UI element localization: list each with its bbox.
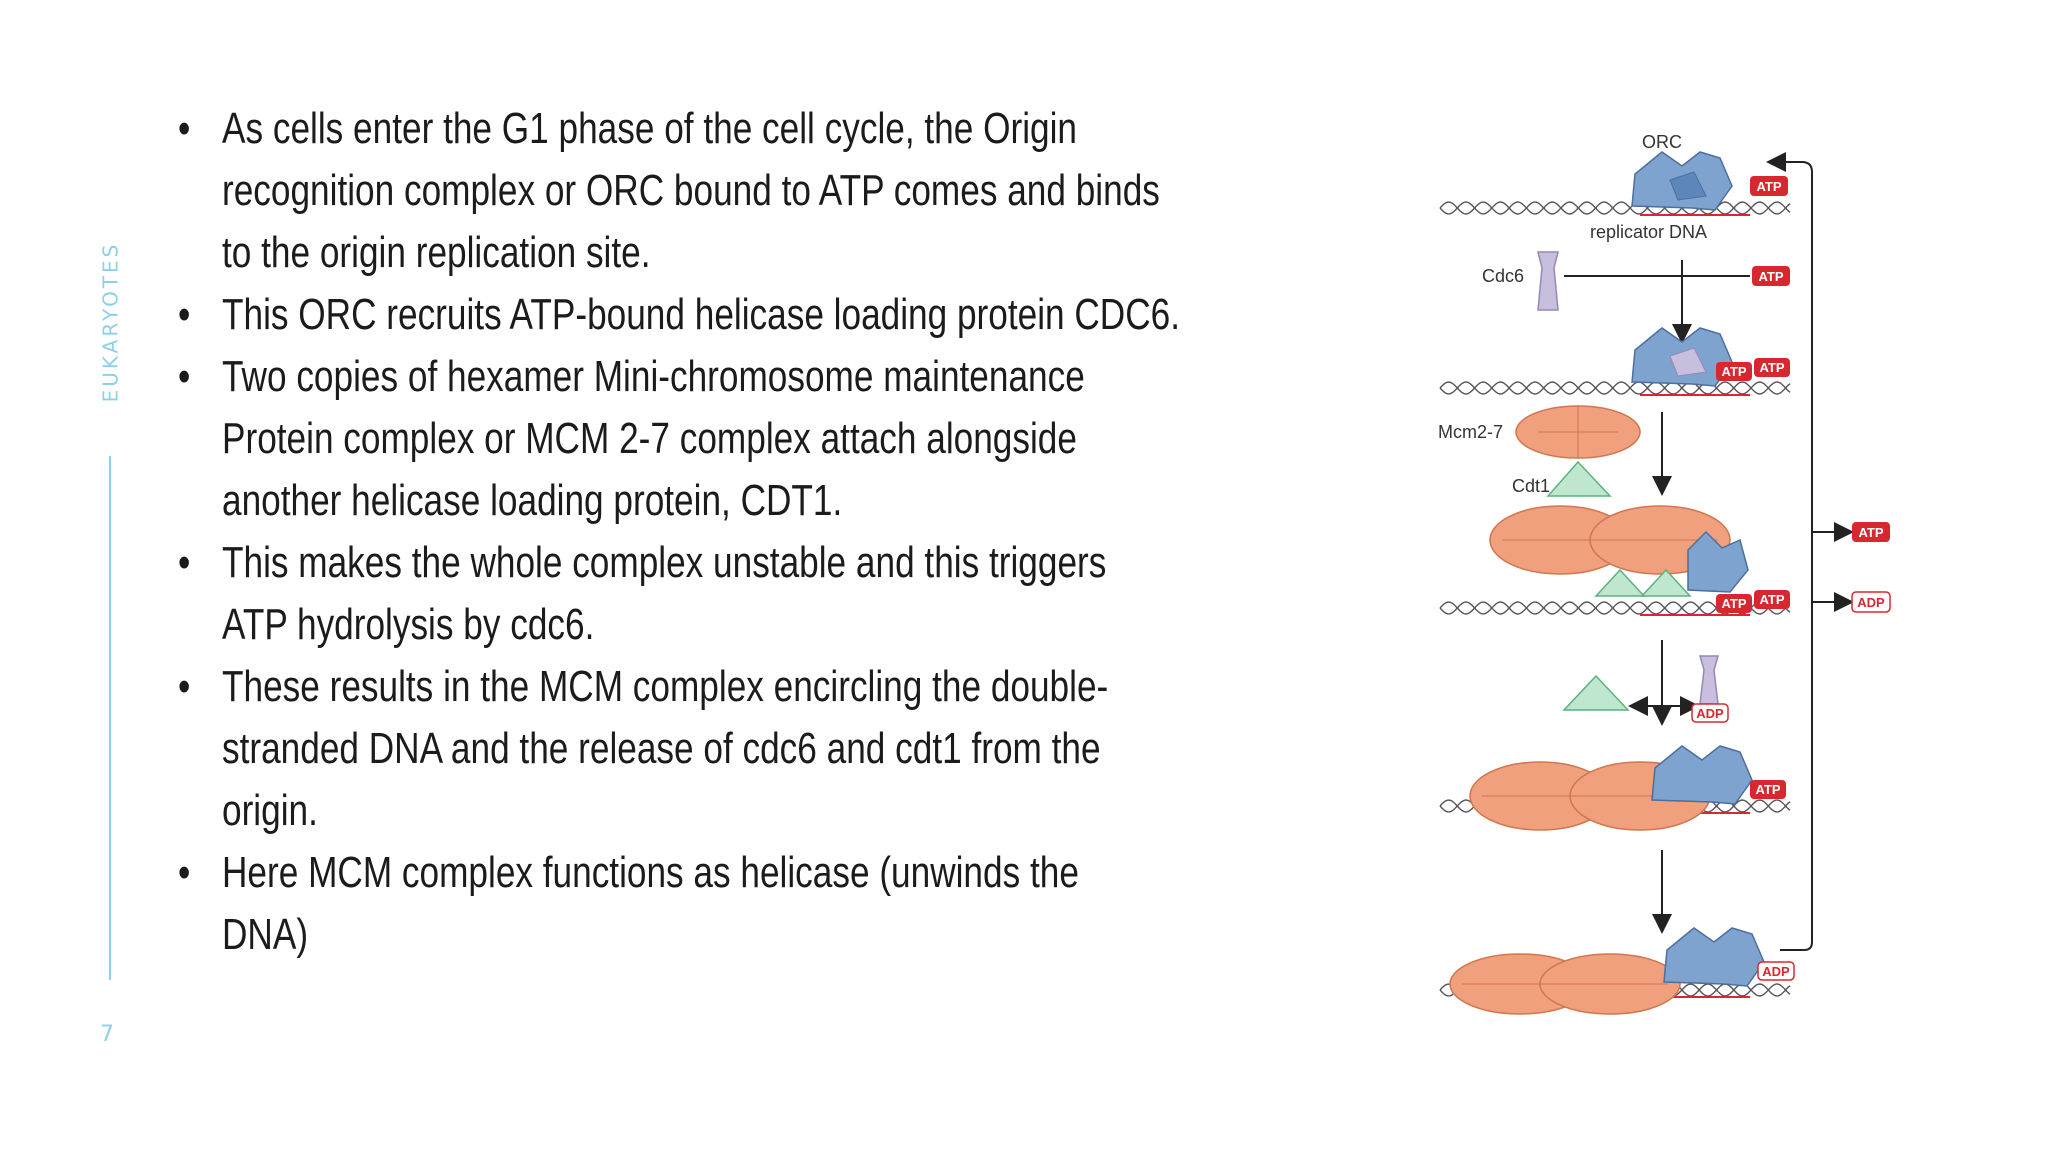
svg-text:ADP: ADP (1857, 595, 1885, 610)
cdt1-label: Cdt1 (1512, 476, 1550, 496)
bullet-line: origin. (222, 786, 318, 835)
bullet-item: These results in the MCM complex encircl… (178, 656, 1154, 842)
replication-origin-diagram: ORC ATP replicator DNA Cdc6 ATP ATP ATP (1420, 100, 1980, 1020)
dna-strand (1439, 381, 1791, 395)
orc-complex (1631, 151, 1733, 211)
dna-strand (1439, 381, 1791, 395)
cdt1-protein (1562, 674, 1630, 711)
dna-strand (1439, 201, 1791, 215)
section-label-text: EUKARYOTES (98, 241, 123, 403)
bullet-item: This ORC recruits ATP-bound helicase loa… (178, 284, 1180, 346)
dna-strand (1439, 201, 1791, 215)
orc-complex (1651, 745, 1753, 805)
sidebar-divider (109, 456, 111, 980)
diagram-svg: ORC ATP replicator DNA Cdc6 ATP ATP ATP (1438, 132, 1891, 1015)
atp-tag: ATP (1852, 522, 1890, 542)
svg-text:ATP: ATP (1721, 596, 1746, 611)
svg-text:ATP: ATP (1721, 364, 1746, 379)
atp-tag: ATP (1716, 594, 1752, 613)
cdc6-protein (1699, 655, 1719, 705)
cdt1-protein (1594, 568, 1646, 597)
adp-tag: ADP (1691, 703, 1729, 723)
bullet-line: ATP hydrolysis by cdc6. (222, 600, 595, 649)
bullet-line: Protein complex or MCM 2-7 complex attac… (222, 414, 1077, 463)
bullet-list: As cells enter the G1 phase of the cell … (178, 98, 1180, 966)
cdc6-label: Cdc6 (1482, 266, 1524, 286)
adp-tag: ADP (1851, 591, 1891, 613)
replicator-dna-label: replicator DNA (1590, 222, 1707, 242)
bullet-line: This makes the whole complex unstable an… (222, 538, 1107, 587)
svg-text:ATP: ATP (1759, 360, 1784, 375)
orc-complex (1687, 530, 1749, 593)
bullet-line: This ORC recruits ATP-bound helicase loa… (222, 290, 1180, 339)
atp-tag: ATP (1754, 358, 1790, 377)
bullet-item: Two copies of hexamer Mini-chromosome ma… (178, 346, 1154, 532)
bullet-line: another helicase loading protein, CDT1. (222, 476, 843, 525)
section-label: EUKARYOTES (90, 232, 130, 412)
bullet-line: to the origin replication site. (222, 228, 651, 277)
mcm-label: Mcm2-7 (1438, 422, 1503, 442)
svg-text:ADP: ADP (1696, 706, 1724, 721)
atp-tag: ATP (1716, 362, 1752, 381)
svg-text:ATP: ATP (1858, 525, 1883, 540)
bullet-line: recognition complex or ORC bound to ATP … (222, 166, 1160, 215)
orc-complex (1663, 927, 1765, 987)
page-number: 7 (100, 1022, 114, 1047)
orc-complex (1631, 327, 1733, 387)
cdt1-protein (1640, 568, 1692, 597)
svg-text:ATP: ATP (1759, 592, 1784, 607)
bullet-line: Two copies of hexamer Mini-chromosome ma… (222, 352, 1085, 401)
svg-text:ATP: ATP (1756, 179, 1781, 194)
bullet-item: Here MCM complex functions as helicase (… (178, 842, 1154, 966)
mcm-hexamer (1515, 405, 1641, 459)
svg-text:ATP: ATP (1758, 269, 1783, 284)
bullet-line: As cells enter the G1 phase of the cell … (222, 104, 1078, 153)
bullet-line: These results in the MCM complex encircl… (222, 662, 1109, 711)
bullet-item: As cells enter the G1 phase of the cell … (178, 98, 1160, 284)
svg-text:ATP: ATP (1755, 782, 1780, 797)
recycle-arrow (1766, 152, 1813, 951)
bullet-line: Here MCM complex functions as helicase (… (222, 848, 1079, 897)
bullet-item: This makes the whole complex unstable an… (178, 532, 1154, 656)
cdt1-protein (1546, 460, 1612, 497)
bullet-line: DNA) (222, 910, 309, 959)
cdc6-protein (1537, 251, 1559, 311)
orc-label: ORC (1642, 132, 1682, 152)
mcm-double-hexamer (1489, 505, 1731, 575)
bullet-line: stranded DNA and the release of cdc6 and… (222, 724, 1101, 773)
atp-tag: ATP (1752, 266, 1790, 286)
atp-tag: ATP (1750, 780, 1786, 799)
svg-text:ADP: ADP (1762, 964, 1790, 979)
mcm-double-hexamer (1449, 953, 1681, 1015)
atp-tag: ATP (1754, 590, 1790, 609)
adp-tag: ADP (1757, 961, 1795, 981)
atp-tag: ATP (1750, 176, 1788, 196)
